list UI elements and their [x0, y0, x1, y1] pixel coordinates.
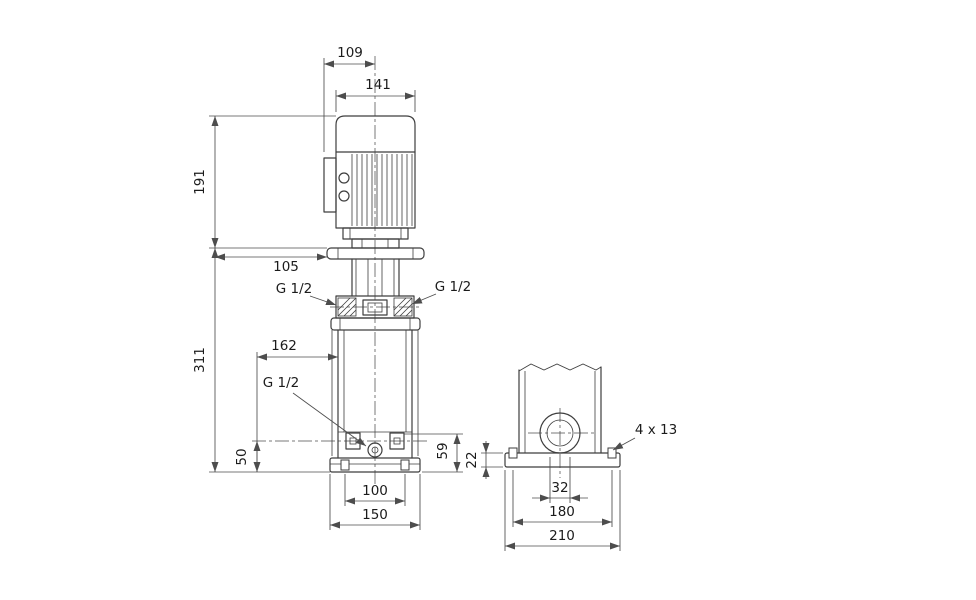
priming-plug: [362, 299, 388, 316]
dim-210: 210: [504, 470, 621, 551]
coupling-guard-slots: [355, 259, 395, 296]
stay-bolts: [331, 330, 419, 456]
break-line: [518, 363, 602, 372]
dim-59: 59: [404, 433, 463, 473]
port-label-right-leader: [411, 293, 437, 305]
dim-162-label: 162: [271, 338, 297, 354]
sleeve-inner: [343, 330, 407, 432]
drain-boss-right-plug: [393, 437, 401, 445]
dim-311: 311: [192, 248, 219, 472]
dim-50: 50: [234, 441, 261, 472]
dim-100-label: 100: [362, 483, 388, 499]
chamber-stack: [331, 329, 419, 459]
port-boss-left-hatch: [337, 297, 357, 317]
drain-port-circle-inner: [371, 446, 379, 454]
port-label-drain-text: G 1/2: [263, 375, 299, 391]
base-bolt-slot-side-right: [607, 447, 617, 459]
suction-port-bore: [546, 419, 574, 447]
dim-210-extensions: [504, 470, 621, 551]
base-bolt-slot-front-left: [340, 459, 350, 471]
coupling-housing: [351, 238, 400, 249]
port-boss-right: [393, 297, 413, 317]
base-bolt-slot-front-right: [400, 459, 410, 471]
motor: [323, 115, 416, 249]
drain-boss-right: [389, 432, 405, 450]
dim-191-label: 191: [192, 169, 208, 195]
dim-32-label: 32: [551, 480, 568, 496]
cable-entry-hole-top: [338, 172, 350, 184]
dim-59-label: 59: [435, 442, 451, 459]
head-top-flange-bolts: [337, 248, 414, 259]
dim-180-label: 180: [549, 504, 575, 520]
port-boss-right-hatch: [393, 297, 413, 317]
base-plate-front: [329, 457, 421, 473]
port-boss-left: [337, 297, 357, 317]
dim-50-label: 50: [234, 448, 250, 465]
priming-plug-inner: [367, 302, 383, 313]
head-top-flange: [326, 247, 425, 260]
dim-162: 162: [256, 338, 338, 472]
dim-105: 105: [215, 253, 327, 275]
pump-base-front: [329, 432, 421, 473]
dim-150-label: 150: [362, 507, 388, 523]
head-bottom-flange: [330, 317, 421, 331]
port-label-left: G 1/2: [276, 281, 337, 306]
dim-141: 141: [335, 77, 416, 112]
side-body-walls: [518, 366, 602, 454]
base-plate-side: [504, 452, 621, 468]
dim-32: 32: [532, 457, 588, 503]
dim-bolt-holes-label: 4 x 13: [635, 422, 677, 438]
front-view: 109 141 191 311 105 G 1/2: [192, 45, 471, 530]
dim-22-extensions: [481, 452, 503, 468]
dim-210-label: 210: [549, 528, 575, 544]
cable-entry-hole-bottom: [338, 190, 350, 202]
port-label-right: G 1/2: [411, 279, 471, 305]
dim-22: 22: [464, 441, 503, 479]
coupling-guard-outline: [351, 258, 400, 297]
base-bolt-slot-side-left: [508, 447, 518, 459]
dim-180-extensions: [512, 470, 613, 527]
port-label-left-text: G 1/2: [276, 281, 312, 297]
dim-311-label: 311: [192, 347, 208, 373]
coupling-detail: [361, 239, 389, 248]
motor-flange: [342, 227, 409, 240]
drain-port-circle: [367, 442, 383, 458]
dim-22-label: 22: [464, 451, 480, 468]
dim-141-label: 141: [365, 77, 391, 93]
dim-109: 109: [323, 45, 375, 152]
motor-body-outline: [335, 115, 416, 229]
dim-150: 150: [329, 474, 421, 530]
motor-fins: [351, 154, 413, 226]
head-bottom-flange-bolts: [339, 318, 411, 330]
port-label-right-text: G 1/2: [435, 279, 471, 295]
dim-59-extensions: [404, 433, 463, 473]
dim-109-label: 109: [337, 45, 363, 61]
side-view: 22 4 x 13 32 180 210: [464, 363, 677, 551]
dim-180: 180: [512, 470, 613, 527]
dim-191: 191: [192, 116, 219, 248]
pump-head: [326, 247, 425, 331]
motor-flange-bolts: [349, 228, 402, 239]
port-label-drain-leader: [292, 392, 367, 447]
dim-150-extensions: [329, 474, 421, 530]
dim-bolt-holes: 4 x 13: [612, 422, 677, 451]
port-label-drain: G 1/2: [263, 375, 367, 447]
dim-141-extensions: [335, 90, 416, 112]
dim-100: 100: [344, 474, 406, 506]
terminal-box: [323, 157, 337, 213]
port-label-left-leader: [309, 295, 337, 306]
sleeve-outer: [337, 329, 413, 459]
pump-base-side: [504, 447, 621, 468]
dim-bolt-holes-leader: [612, 437, 636, 451]
dim-105-label: 105: [273, 259, 299, 275]
reference-extension-lines: [209, 115, 336, 473]
side-body-inner-walls: [524, 371, 596, 453]
